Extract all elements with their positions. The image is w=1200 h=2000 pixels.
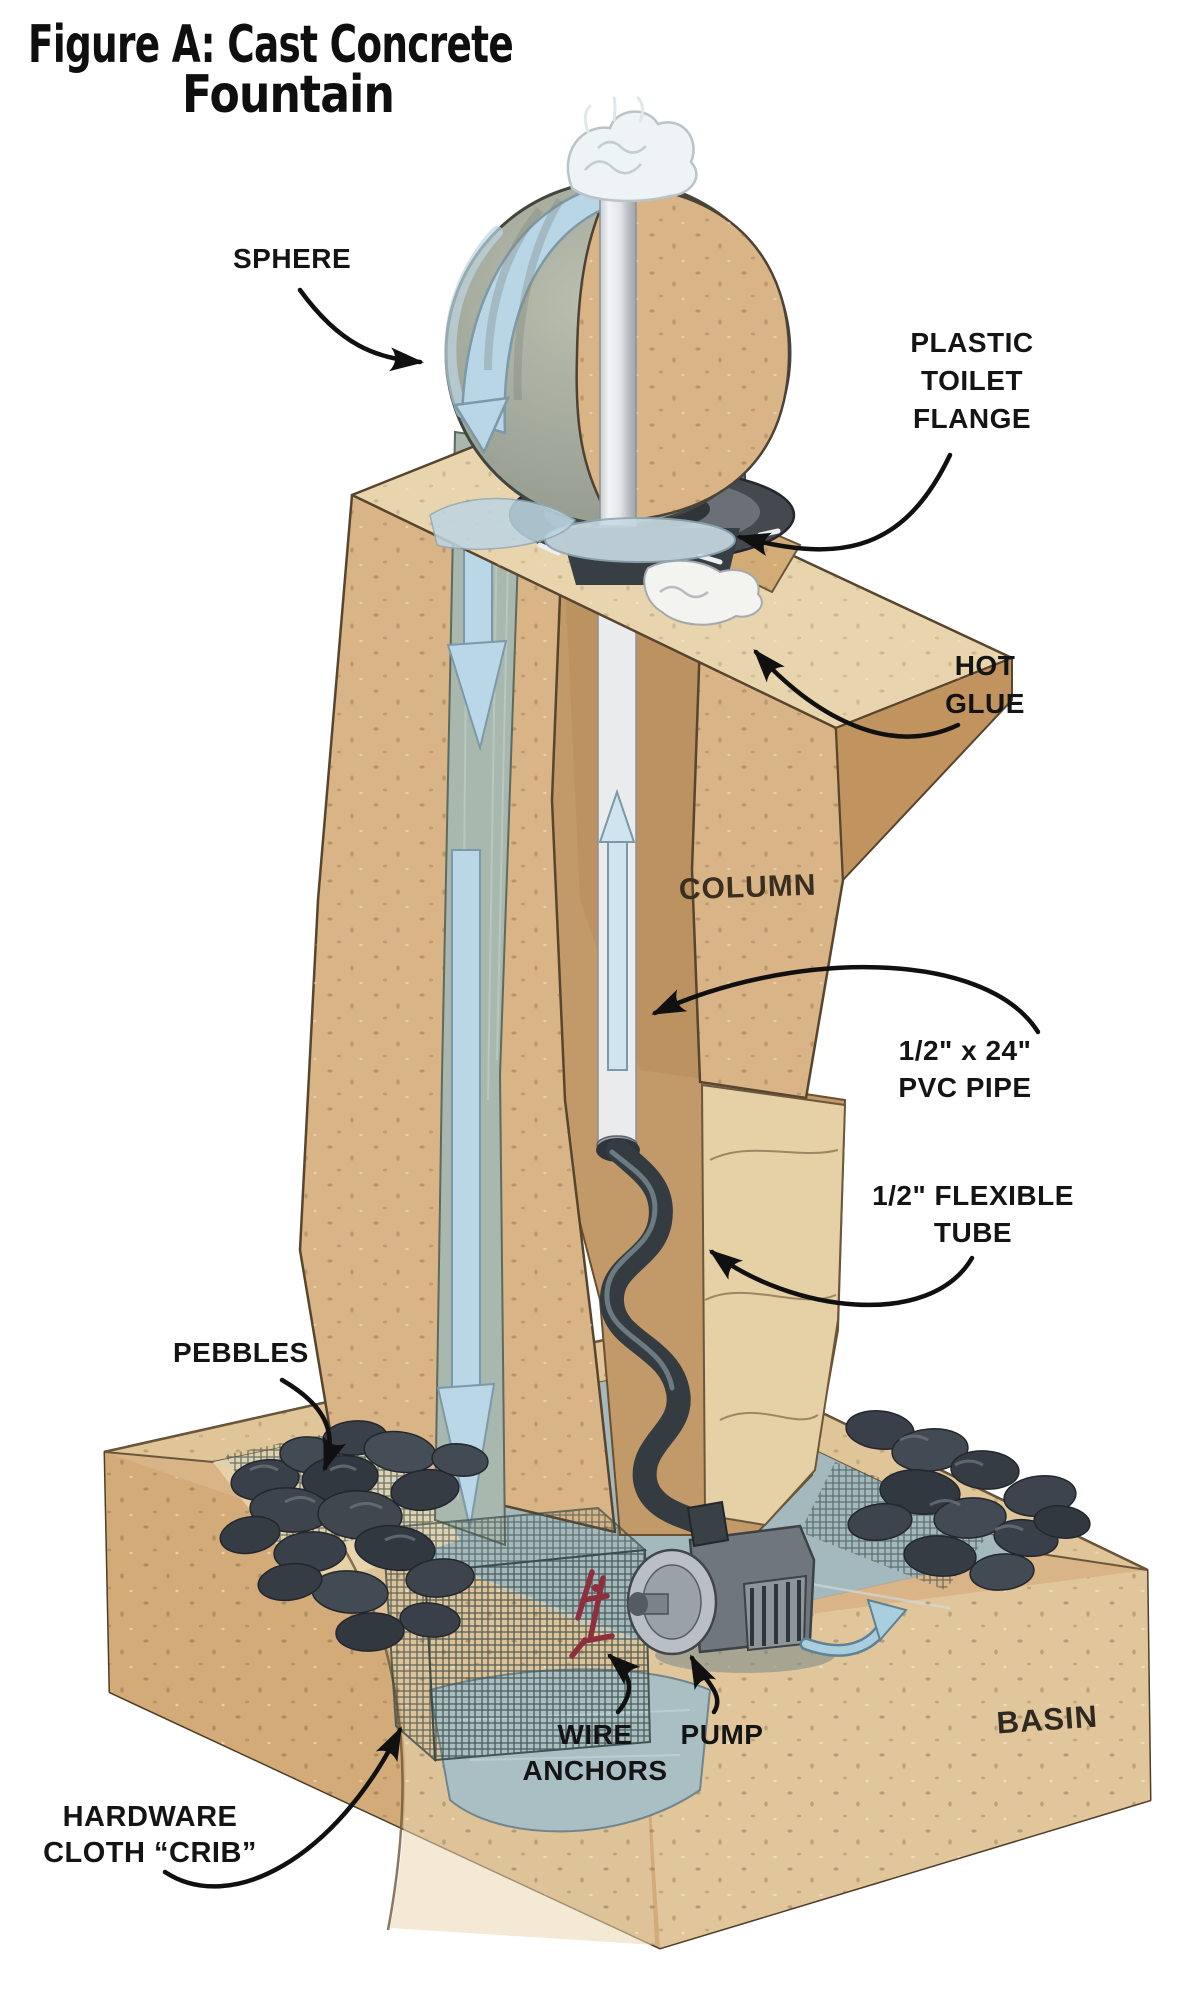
column-right-speckle [560,470,843,1098]
leader-pvc [651,964,1041,1035]
tube-highlight [604,1149,675,1391]
pvc-pipe-in-sphere [599,141,637,527]
pump-clamp [686,1500,730,1548]
sphere-water-crescent [460,184,618,435]
label-pebbles: PEBBLES [173,1337,309,1368]
label-tube-2: TUBE [934,1217,1012,1248]
label-hot-glue-2: GLUE [945,688,1025,719]
column-top-water-wash [429,497,576,551]
hot-glue-squiggle [659,585,709,599]
label-flange-3: FLANGE [913,403,1031,434]
leader-pump [689,1654,720,1715]
label-wire-anchors-1: WIRE [557,1719,632,1750]
sphere-shell-mottle [484,197,564,401]
label-hot-glue-1: HOT [955,650,1016,681]
leader-wire-anchors [607,1653,641,1715]
sphere-outer-water-film [444,226,503,418]
flexible-tube [596,1138,710,1534]
label-column: COLUMN [678,869,817,907]
pebbles-left-cluster [219,1420,489,1652]
leader-hot-glue [753,648,961,739]
label-flange-1: PLASTIC [910,327,1033,358]
crib-and-pump [380,1500,908,1833]
hot-glue-blob [643,559,763,626]
label-pvc-1: 1/2" x 24" [899,1035,1032,1066]
leader-tube [708,1249,975,1308]
wire-anchor [569,1569,615,1659]
label-crib-1: HARDWARE [63,1801,238,1833]
leader-crib [162,1726,403,1889]
sphere-assembly [429,96,792,563]
water-spray [566,96,698,203]
leader-sphere [297,287,424,372]
label-sphere: SPHERE [233,243,351,274]
pebbles-right-cluster [845,1410,1091,1591]
pump-flow-arrow [799,1598,908,1657]
label-wire-anchors-2: ANCHORS [522,1755,667,1786]
leader-pebbles [279,1377,347,1472]
label-crib-2: CLOTH “CRIB” [43,1837,257,1869]
water-up-arrow [598,788,636,1071]
pump [626,1500,835,1673]
figure-title: Figure A: Cast Concrete Fountain [28,15,514,125]
title-line-2: Fountain [182,65,394,125]
sphere-base-foam [543,517,737,563]
crescent-down-arrowhead [452,396,511,455]
pump-hub [628,1592,648,1616]
title-line-1: Figure A: Cast Concrete [28,15,513,75]
label-tube-1: 1/2" FLEXIBLE [872,1180,1074,1211]
label-flange-2: TOILET [921,365,1023,396]
label-pvc-2: PVC PIPE [898,1072,1031,1103]
label-pump: PUMP [681,1719,764,1750]
leader-flange [736,452,953,557]
pump-vent-slots [750,1580,801,1646]
label-basin: BASIN [995,1699,1099,1741]
annotations: SPHERE PLASTIC TOILET FLANGE HOT GLUE CO… [43,243,1099,1889]
column-right-side-face [834,656,1013,883]
